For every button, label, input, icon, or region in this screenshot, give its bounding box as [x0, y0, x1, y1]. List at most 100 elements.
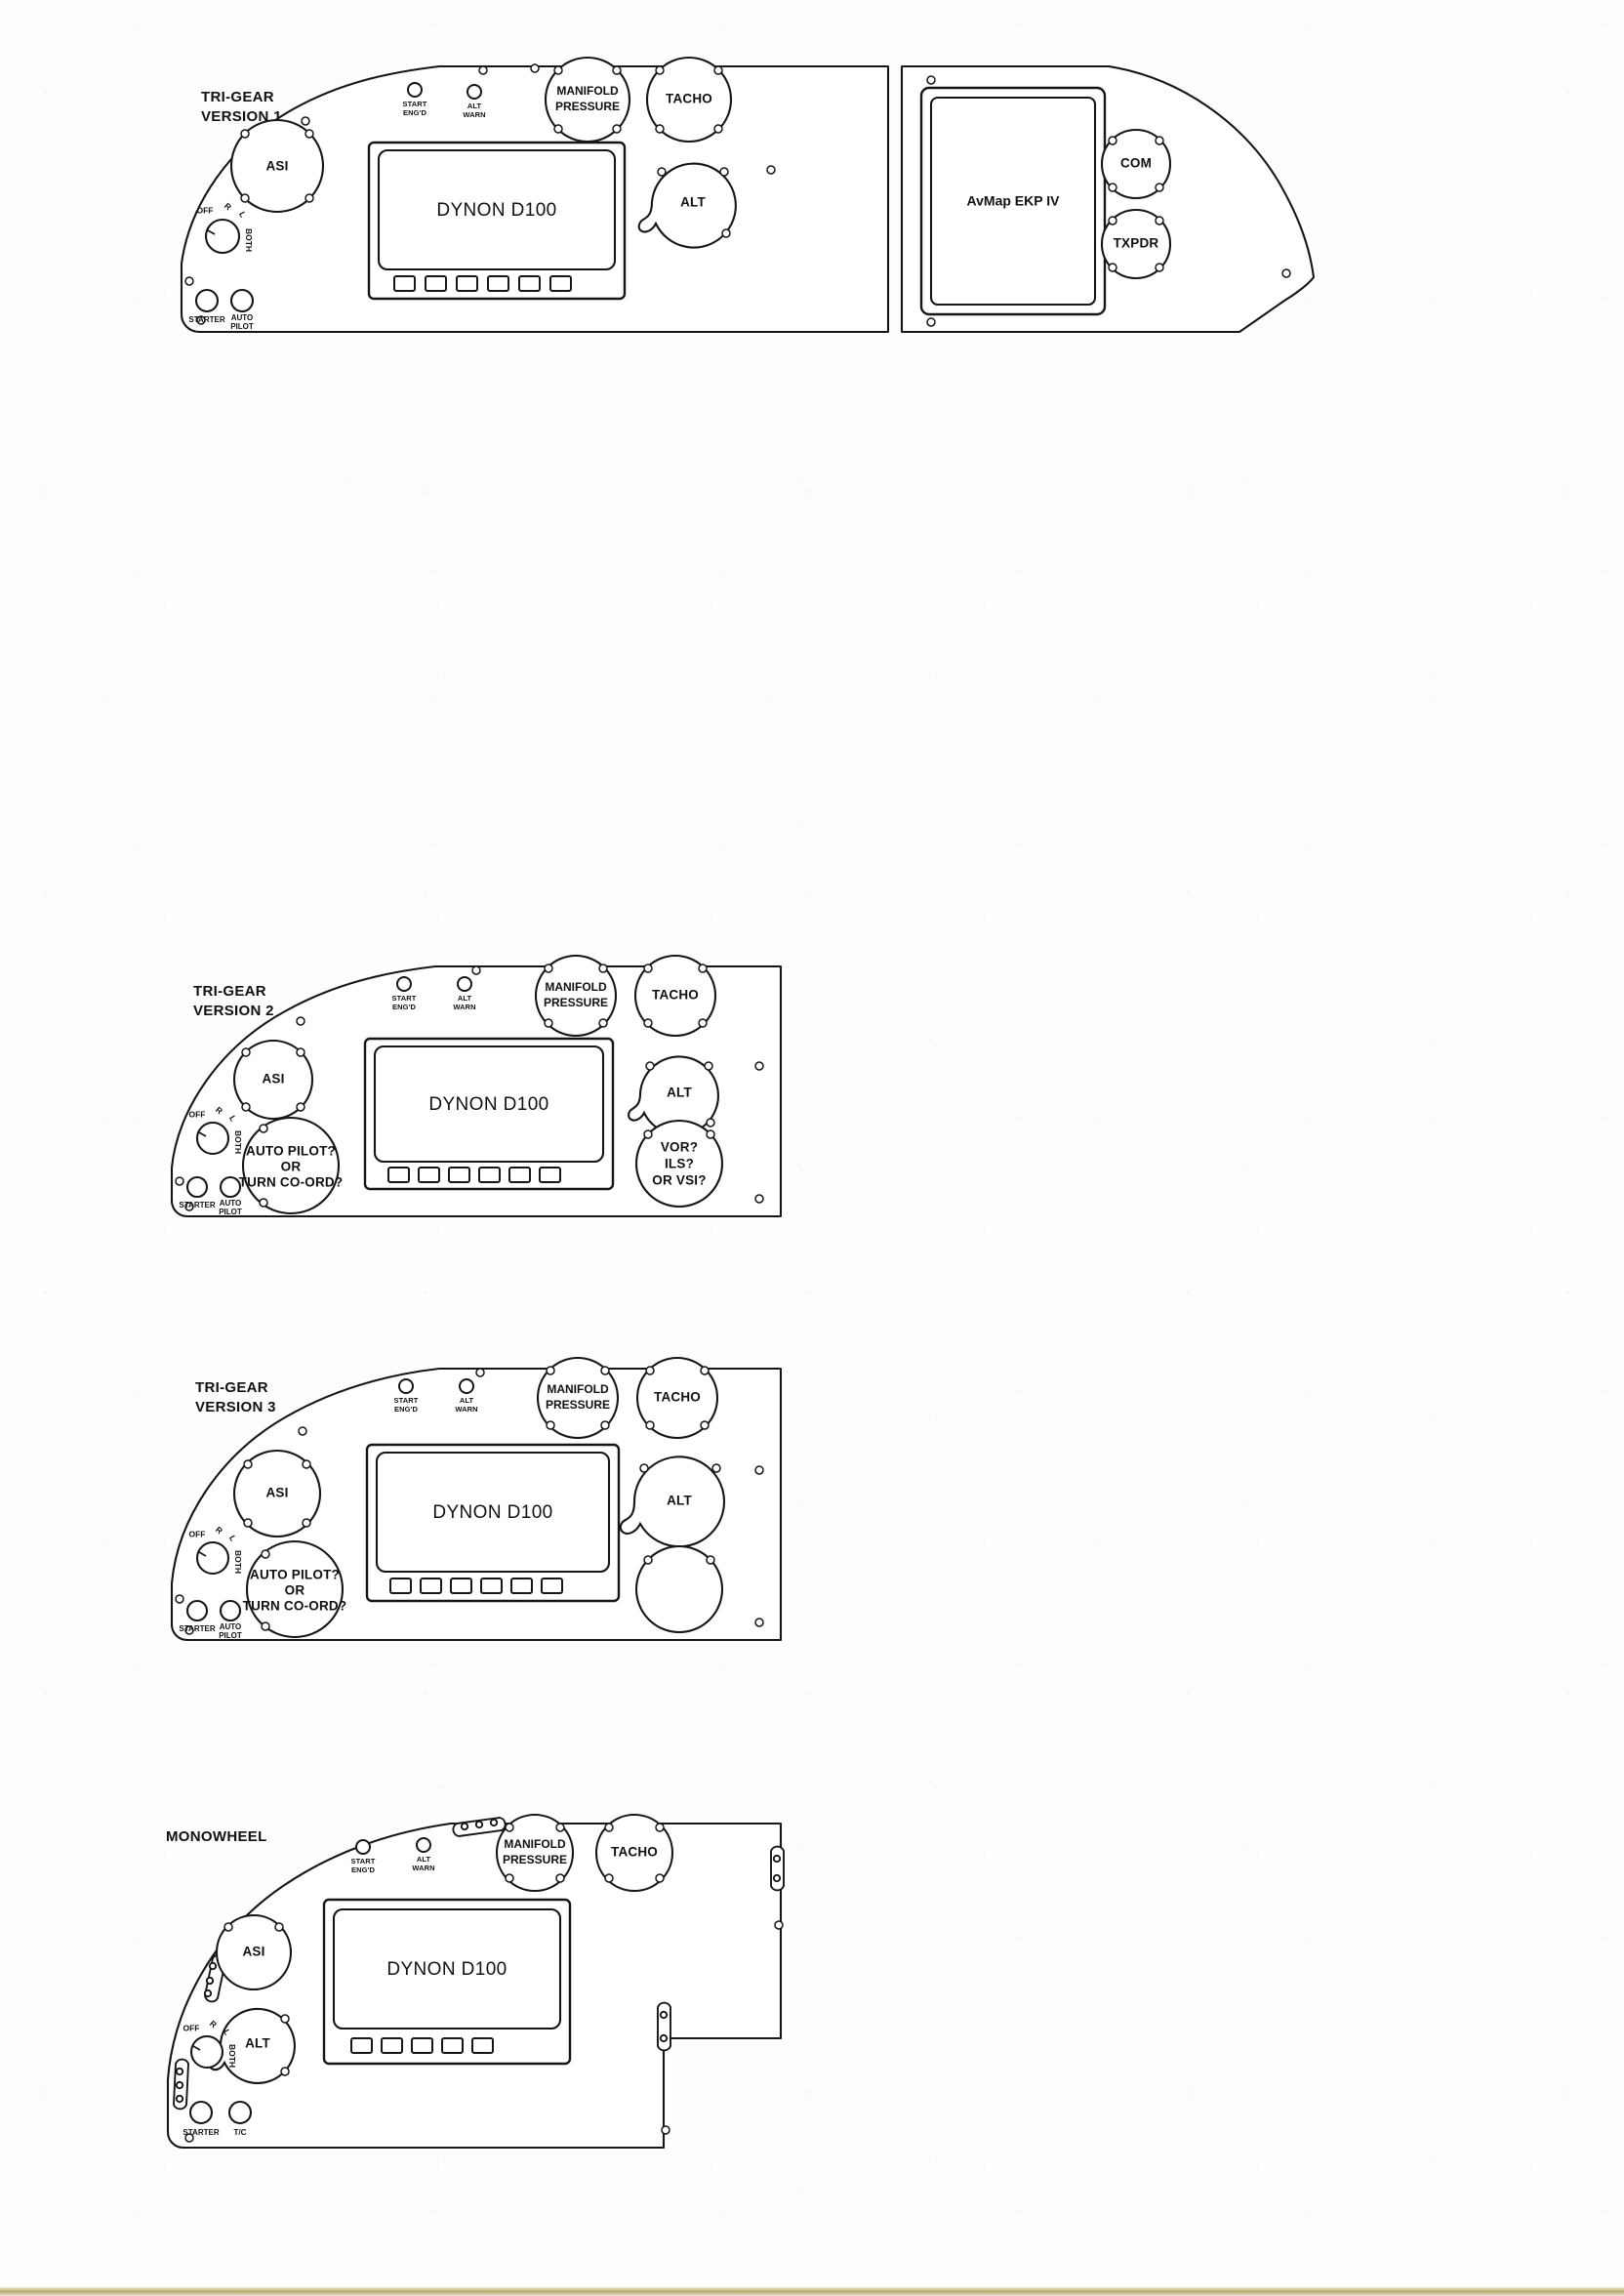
switch-label-off: OFF	[183, 2023, 200, 2032]
softkey-button[interactable]	[471, 2037, 494, 2054]
screw	[555, 1873, 565, 1883]
instrument-avmap-ekp-iv[interactable]: AvMap EKP IV	[919, 75, 1107, 327]
button-auto-pilot-v3[interactable]: AUTO PILOT	[219, 1599, 242, 1640]
instrument-autopilot-turncoord-v2[interactable]: AUTO PILOT? OR TURN CO-ORD?	[239, 1116, 344, 1215]
instrument-tacho-v2[interactable]: TACHO	[633, 954, 717, 1038]
instrument-dynon-d100-v3[interactable]: DYNON D100	[365, 1443, 621, 1603]
instrument-dynon-d100-v2[interactable]: DYNON D100	[363, 1037, 615, 1191]
softkey-button[interactable]	[541, 1578, 563, 1594]
instrument-asi-v2[interactable]: ASI	[232, 1039, 314, 1121]
instrument-manifold-pressure-v3[interactable]: MANIFOLD PRESSURE	[536, 1356, 620, 1440]
softkey-button[interactable]	[387, 1167, 410, 1183]
softkey-button[interactable]	[350, 2037, 373, 2054]
softkey-button[interactable]	[425, 275, 447, 292]
switch-magneto-mono[interactable]: OFF R L BOTH	[183, 2019, 237, 2070]
switch-magneto-v1[interactable]: OFF R L BOTH	[197, 201, 254, 255]
softkey-button[interactable]	[450, 1578, 472, 1594]
instrument-com-v1[interactable]: COM	[1100, 128, 1172, 200]
instrument-tacho-mono[interactable]: TACHO	[594, 1813, 674, 1893]
button-label-autopilot-line1: AUTO	[231, 313, 254, 322]
softkey-button[interactable]	[456, 275, 478, 292]
screw	[643, 1555, 653, 1565]
instrument-asi-v3[interactable]: ASI	[232, 1449, 322, 1538]
instrument-vor-ils-vsi-v2[interactable]: VOR? ILS? OR VSI?	[634, 1119, 724, 1209]
softkey-button[interactable]	[389, 1578, 412, 1594]
button-starter-mono[interactable]: STARTER	[183, 2100, 220, 2137]
switch-magneto-v2[interactable]: OFF R L BOTH	[189, 1105, 243, 1156]
softkey-button[interactable]	[448, 1167, 470, 1183]
instrument-alt-v3[interactable]: ALT	[619, 1456, 725, 1548]
instrument-manifold-pressure-v1[interactable]: MANIFOLD PRESSURE	[544, 56, 631, 144]
switch-label-off: OFF	[189, 1109, 206, 1119]
instrument-label-autopilot-line3: TURN CO-ORD?	[243, 1599, 347, 1614]
instrument-alt-v1[interactable]: ALT	[637, 162, 737, 249]
button-starter-v1[interactable]: STARTER	[188, 288, 225, 324]
softkey-button[interactable]	[510, 1578, 533, 1594]
button-starter-v3[interactable]: STARTER	[179, 1599, 216, 1633]
switch-label-l: L	[227, 1114, 238, 1123]
screw	[721, 228, 731, 238]
softkey-button[interactable]	[508, 1167, 531, 1183]
instrument-alt-mono[interactable]: ALT	[208, 2007, 296, 2084]
button-starter-v2[interactable]: STARTER	[179, 1175, 216, 1210]
softkey-button[interactable]	[411, 2037, 433, 2054]
instrument-blank-v3[interactable]	[634, 1544, 724, 1634]
softkey-button[interactable]	[518, 275, 541, 292]
instrument-tacho-v1[interactable]: TACHO	[645, 56, 733, 144]
instrument-dynon-d100-mono[interactable]: DYNON D100	[322, 1898, 572, 2066]
screw	[655, 1823, 665, 1832]
button-label-autopilot-line2: PILOT	[230, 322, 254, 331]
screw	[280, 2067, 290, 2076]
softkey-button[interactable]	[420, 1578, 442, 1594]
instrument-asi-v1[interactable]: ASI	[229, 118, 325, 214]
screw	[1108, 216, 1117, 226]
softkey-button[interactable]	[549, 275, 572, 292]
screw	[196, 315, 206, 325]
panel-title-line1-v3: TRI-GEAR	[195, 1379, 268, 1396]
instrument-label-asi: ASI	[265, 1486, 288, 1500]
instrument-manifold-pressure-mono[interactable]: MANIFOLD PRESSURE	[495, 1813, 575, 1893]
softkey-button[interactable]	[480, 1578, 503, 1594]
softkey-button[interactable]	[441, 2037, 464, 2054]
switch-magneto-v3[interactable]: OFF R L BOTH	[189, 1525, 243, 1576]
screw	[700, 1366, 710, 1375]
button-label-starter: STARTER	[179, 1624, 215, 1633]
softkey-button[interactable]	[381, 2037, 403, 2054]
screw	[612, 65, 622, 75]
screw	[774, 1920, 784, 1930]
instrument-autopilot-turncoord-v3[interactable]: AUTO PILOT? OR TURN CO-ORD?	[243, 1539, 347, 1639]
instrument-label-autopilot-line1: AUTO PILOT?	[246, 1144, 336, 1159]
instrument-label-dynon: DYNON D100	[432, 1502, 552, 1523]
screw	[643, 1018, 653, 1028]
screw	[698, 1018, 708, 1028]
softkey-button[interactable]	[418, 1167, 440, 1183]
instrument-label-manifold-line2: PRESSURE	[546, 1398, 610, 1412]
screw	[643, 964, 653, 973]
instrument-asi-mono[interactable]: ASI	[215, 1913, 293, 1991]
softkey-button[interactable]	[487, 275, 509, 292]
instrument-dynon-d100-v1[interactable]: DYNON D100	[367, 141, 627, 301]
hinge-bracket-top	[452, 1817, 507, 1837]
instrument-tacho-v3[interactable]: TACHO	[635, 1356, 719, 1440]
panel-tri-gear-version-1: TRI-GEAR VERSION 1 ASI START ENG'D ALT W…	[180, 56, 1316, 334]
panel-monowheel: MONOWHEEL START ENG'D ALT	[166, 1813, 785, 2150]
instrument-manifold-pressure-v2[interactable]: MANIFOLD PRESSURE	[534, 954, 618, 1038]
switch-label-l: L	[222, 2028, 232, 2036]
indicator-label-line2: WARN	[455, 1405, 477, 1414]
screw	[175, 1594, 184, 1604]
screw	[296, 1102, 305, 1112]
button-label-autopilot-line2: PILOT	[219, 1631, 242, 1640]
screw	[645, 1420, 655, 1430]
button-auto-pilot-v2[interactable]: AUTO PILOT	[219, 1175, 242, 1216]
instrument-txpdr-v1[interactable]: TXPDR	[1100, 208, 1172, 280]
screw	[274, 1922, 284, 1932]
instrument-label-dynon: DYNON D100	[428, 1094, 548, 1115]
switch-label-both: BOTH	[233, 1550, 243, 1574]
softkey-button[interactable]	[539, 1167, 561, 1183]
screw	[706, 1118, 715, 1128]
screw	[555, 1823, 565, 1832]
button-turn-coordinator-mono[interactable]: T/C	[227, 2100, 253, 2137]
button-auto-pilot-v1[interactable]: AUTO PILOT	[229, 288, 255, 331]
softkey-button[interactable]	[393, 275, 416, 292]
softkey-button[interactable]	[478, 1167, 501, 1183]
